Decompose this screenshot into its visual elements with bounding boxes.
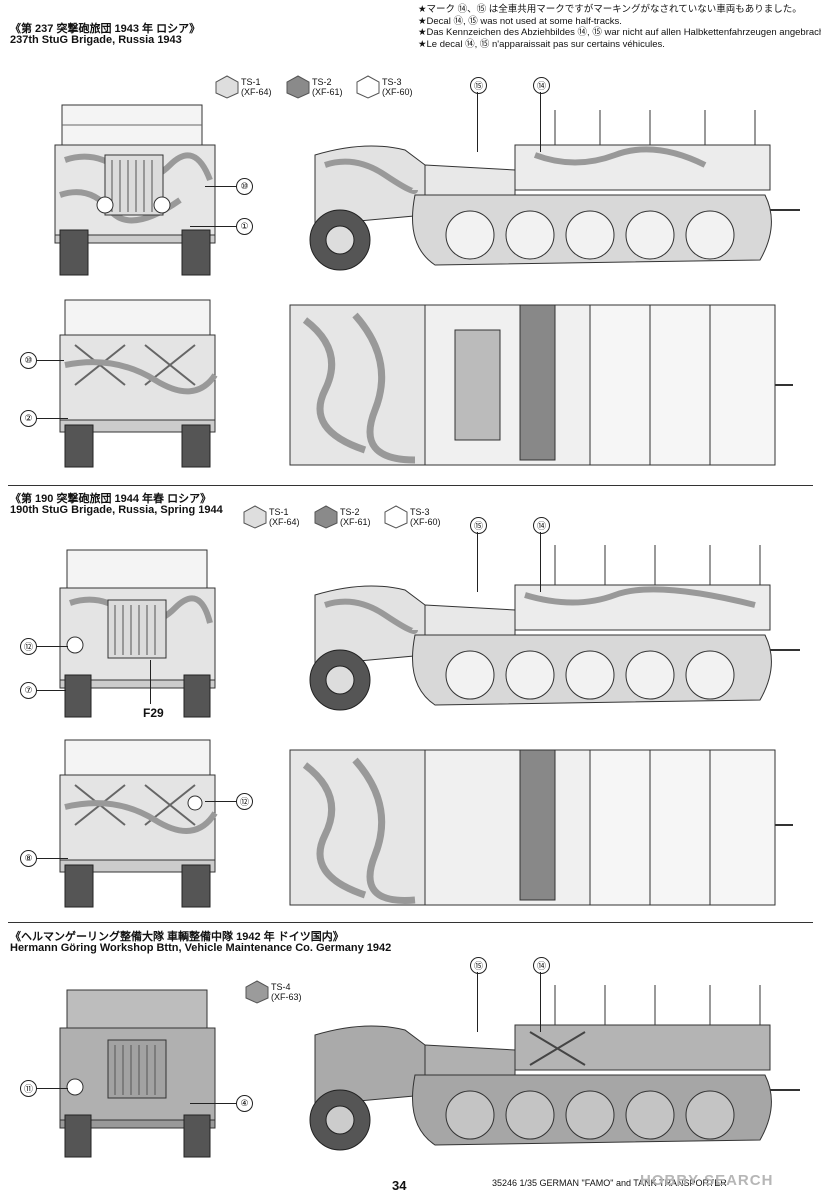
section-1-title-en: 237th StuG Brigade, Russia 1943: [10, 34, 182, 46]
leader-line: [190, 1103, 236, 1104]
side-view-drawing: [309, 985, 800, 1151]
callout-marker: ⑫: [236, 793, 253, 810]
callout-marker: ⑮: [470, 77, 487, 94]
leader-line: [36, 646, 68, 647]
leader-line: [540, 92, 541, 152]
callout-marker: ①: [236, 218, 253, 235]
callout-marker: ⑭: [533, 517, 550, 534]
swatch-code: TS-2: [340, 507, 360, 517]
section-divider: [8, 485, 813, 486]
swatch-ts2: TS-2(XF-61): [314, 505, 371, 529]
leader-line: [36, 418, 68, 419]
callout-marker: ⑫: [20, 638, 37, 655]
section-2-title-jp: 《第 190 突撃砲旅団 1944 年春 ロシア》: [10, 493, 212, 505]
swatch-sub: (XF-63): [271, 992, 302, 1002]
hexagon-swatch-icon: [243, 505, 267, 529]
swatch-ts3: TS-3(XF-60): [356, 75, 413, 99]
hexagon-swatch-icon: [286, 75, 310, 99]
callout-marker: ④: [236, 1095, 253, 1112]
swatch-ts2: TS-2(XF-61): [286, 75, 343, 99]
swatch-ts3: TS-3(XF-60): [384, 505, 441, 529]
section-divider: [8, 922, 813, 923]
swatch-sub: (XF-64): [241, 87, 272, 97]
callout-marker: ⑮: [470, 517, 487, 534]
note-fr: ★Le decal ⑭, ⑮ n'apparaissait pas sur ce…: [418, 38, 665, 50]
swatch-code: TS-1: [241, 77, 261, 87]
callout-marker: ②: [20, 410, 37, 427]
callout-marker: ⑦: [20, 682, 37, 699]
leader-line: [477, 972, 478, 1032]
swatch-code: TS-3: [410, 507, 430, 517]
leader-line: [540, 972, 541, 1032]
page-number: 34: [392, 1178, 407, 1193]
leader-line: [36, 858, 68, 859]
swatch-sub: (XF-61): [340, 517, 371, 527]
leader-line: [190, 226, 236, 227]
swatch-ts1: TS-1(XF-64): [215, 75, 272, 99]
section-3-title-en: Hermann Göring Workshop Bttn, Vehicle Ma…: [10, 942, 392, 954]
rear-view-drawing: [59, 739, 218, 908]
hexagon-swatch-icon: [384, 505, 408, 529]
section-3-title-jp: 《ヘルマンゲーリング整備大隊 車輌整備中隊 1942 年 ドイツ国内》: [10, 931, 344, 943]
leader-line: [36, 690, 66, 691]
top-view-drawing: [289, 304, 793, 466]
note-en: ★Decal ⑭, ⑮ was not used at some half-tr…: [418, 15, 622, 27]
swatch-sub: (XF-60): [382, 87, 413, 97]
callout-marker: ⑮: [470, 957, 487, 974]
swatch-ts4: TS-4(XF-63): [245, 980, 302, 1004]
front-view-drawing: [54, 104, 216, 276]
callout-marker: ⑩: [236, 178, 253, 195]
swatch-sub: (XF-61): [312, 87, 343, 97]
hexagon-swatch-icon: [245, 980, 269, 1004]
side-view-drawing: [309, 110, 800, 271]
swatch-ts1: TS-1(XF-64): [243, 505, 300, 529]
watermark: HOBBY SEARCH: [640, 1172, 774, 1189]
top-view-drawing: [289, 749, 793, 906]
note-jp: ★マーク ⑭、⑮ は全車共用マークですがマーキングがなされていない車両もありまし…: [418, 4, 802, 15]
leader-line: [205, 186, 236, 187]
callout-marker: ⑭: [533, 77, 550, 94]
hexagon-swatch-icon: [314, 505, 338, 529]
footer-product: 35246 1/35 GERMAN "FAMO" and TANK TRANSP…: [492, 1178, 727, 1188]
leader-line: [150, 660, 151, 704]
leader-line: [205, 801, 236, 802]
note-de: ★Das Kennzeichen des Abziehbildes ⑭, ⑮ w…: [418, 27, 821, 38]
decal-label: F29: [143, 706, 164, 720]
rear-view-drawing: [59, 299, 218, 468]
front-view-drawing: [59, 549, 216, 718]
leader-line: [36, 360, 64, 361]
callout-marker: ⑧: [20, 850, 37, 867]
leader-line: [477, 532, 478, 592]
swatch-sub: (XF-64): [269, 517, 300, 527]
section-2-title-en: 190th StuG Brigade, Russia, Spring 1944: [10, 504, 223, 516]
swatch-code: TS-3: [382, 77, 402, 87]
leader-line: [540, 532, 541, 592]
marking-notes: ★マーク ⑭、⑮ は全車共用マークですがマーキングがなされていない車両もありまし…: [418, 4, 821, 50]
swatch-code: TS-2: [312, 77, 332, 87]
swatch-sub: (XF-60): [410, 517, 441, 527]
hexagon-swatch-icon: [356, 75, 380, 99]
swatch-code: TS-4: [271, 982, 291, 992]
section-1-title-jp: 《第 237 突撃砲旅団 1943 年 ロシア》: [10, 23, 201, 35]
swatch-code: TS-1: [269, 507, 289, 517]
callout-marker: ⑭: [533, 957, 550, 974]
callout-marker: ⑪: [20, 1080, 37, 1097]
hexagon-swatch-icon: [215, 75, 239, 99]
front-view-drawing: [59, 989, 216, 1158]
leader-line: [477, 92, 478, 152]
side-view-drawing: [309, 545, 800, 711]
callout-marker: ⑩: [20, 352, 37, 369]
leader-line: [36, 1088, 68, 1089]
